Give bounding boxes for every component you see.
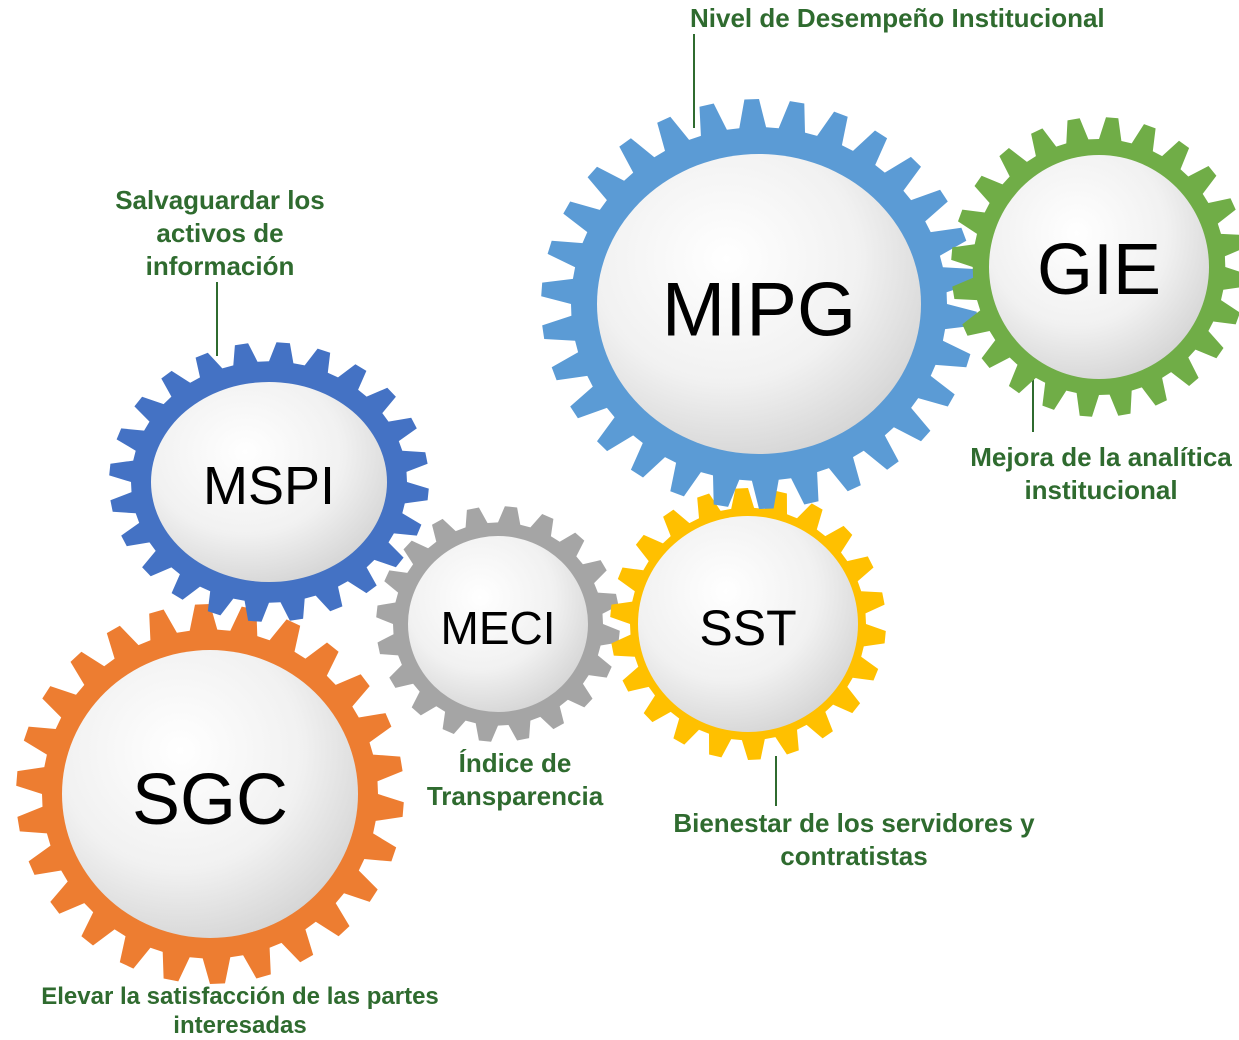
gear-label-meci: MECI xyxy=(440,602,556,654)
gear-label-sgc: SGC xyxy=(131,760,289,840)
connector-lines xyxy=(216,34,1034,806)
gear-hub-meci xyxy=(408,536,588,712)
gear-hub-gie xyxy=(989,155,1209,379)
gear-gie xyxy=(951,117,1239,417)
gear-label-mipg: MIPG xyxy=(661,267,857,353)
gear-mipg xyxy=(541,99,977,509)
gear-hub-sgc xyxy=(62,650,358,938)
gear-hub-mspi xyxy=(151,382,387,582)
gears-layer xyxy=(16,99,1239,984)
gear-label-gie: GIE xyxy=(1036,230,1162,310)
gear-meci xyxy=(376,506,620,742)
gear-label-mspi: MSPI xyxy=(202,456,336,516)
gear-sst xyxy=(610,488,886,760)
gear-mspi xyxy=(109,342,429,622)
gear-label-sst: SST xyxy=(699,600,797,656)
gear-hub-sst xyxy=(638,516,858,732)
gear-sgc xyxy=(16,604,404,984)
caption-mipg: Nivel de Desempeño Institucional xyxy=(690,3,1105,33)
gear-hub-mipg xyxy=(597,154,921,454)
